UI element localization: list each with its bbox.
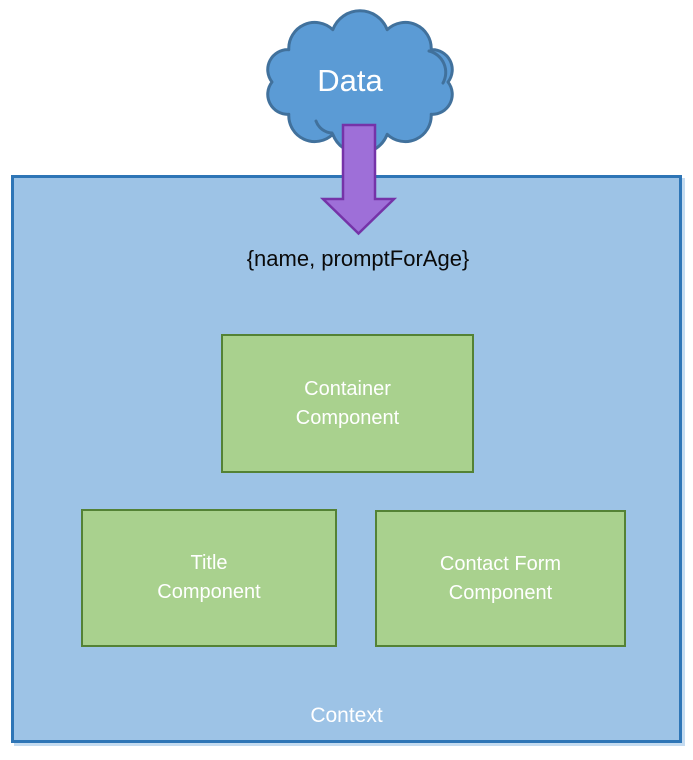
cloud-label: Data (317, 63, 383, 98)
component-label-line: Title (190, 552, 228, 574)
component-box-contact-form: Contact Form Component (375, 510, 626, 647)
component-box-container: Container Component (221, 334, 474, 473)
context-label: Context (310, 704, 383, 727)
component-label-line: Component (157, 581, 261, 603)
component-label-line: Component (295, 406, 400, 429)
cloud-crease-bottom-left (314, 119, 334, 135)
context-props-label: {name, promptForAge} (246, 246, 470, 271)
component-label-line: Container (304, 377, 391, 400)
component-label-line: Contact Form (439, 552, 562, 575)
component-box-title: Title Component (81, 509, 337, 647)
component-label-line: Component (448, 581, 553, 604)
